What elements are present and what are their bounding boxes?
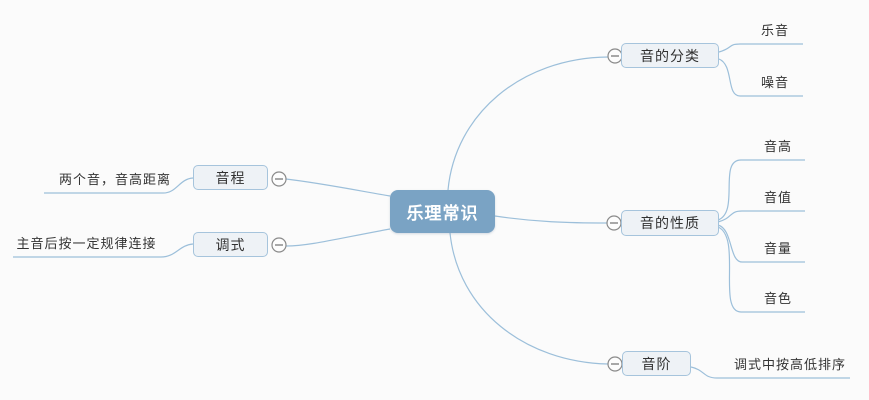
leaf-line-yinse	[717, 226, 805, 313]
leaf-noise[interactable]: 噪音	[760, 75, 789, 90]
collapse-icon[interactable]	[607, 356, 623, 372]
root-topic[interactable]: 乐理常识	[390, 190, 495, 233]
topic-interval[interactable]: 音程	[193, 165, 268, 190]
branch-line-scale	[449, 232, 609, 365]
branch-line-classification	[447, 56, 609, 191]
leaf-volume[interactable]: 音量	[763, 241, 792, 256]
leaf-pitch[interactable]: 音高	[763, 139, 792, 154]
leaf-line-paixu	[690, 366, 850, 379]
leaf-line-yinzhi	[717, 210, 805, 223]
collapse-icon[interactable]	[271, 237, 287, 253]
leaf-scale-desc[interactable]: 调式中按高低排序	[733, 357, 846, 372]
collapse-icon[interactable]	[607, 48, 623, 64]
topic-mode[interactable]: 调式	[193, 232, 268, 257]
leaf-musical-tone[interactable]: 乐音	[760, 23, 789, 38]
branch-line-mode	[285, 228, 391, 247]
leaf-interval-desc[interactable]: 两个音，音高距离	[58, 172, 171, 187]
branch-line-properties	[494, 215, 608, 224]
leaf-line-liangeyin	[44, 177, 194, 194]
leaf-timbre[interactable]: 音色	[763, 291, 792, 306]
leaf-line-yueyin	[718, 43, 803, 53]
leaf-mode-desc[interactable]: 主音后按一定规律连接	[16, 236, 157, 251]
leaf-line-zaoyin	[718, 58, 803, 97]
leaf-line-yinliang	[717, 224, 805, 263]
topic-scale[interactable]: 音阶	[622, 351, 691, 376]
collapse-icon[interactable]	[606, 215, 622, 231]
topic-sound-classification[interactable]: 音的分类	[621, 43, 719, 68]
leaf-line-yingao	[717, 159, 805, 221]
topic-sound-properties[interactable]: 音的性质	[621, 210, 719, 236]
collapse-icon[interactable]	[271, 171, 287, 187]
leaf-line-zhuyin	[13, 243, 194, 258]
branch-line-interval	[285, 178, 391, 197]
leaf-duration[interactable]: 音值	[763, 190, 792, 205]
